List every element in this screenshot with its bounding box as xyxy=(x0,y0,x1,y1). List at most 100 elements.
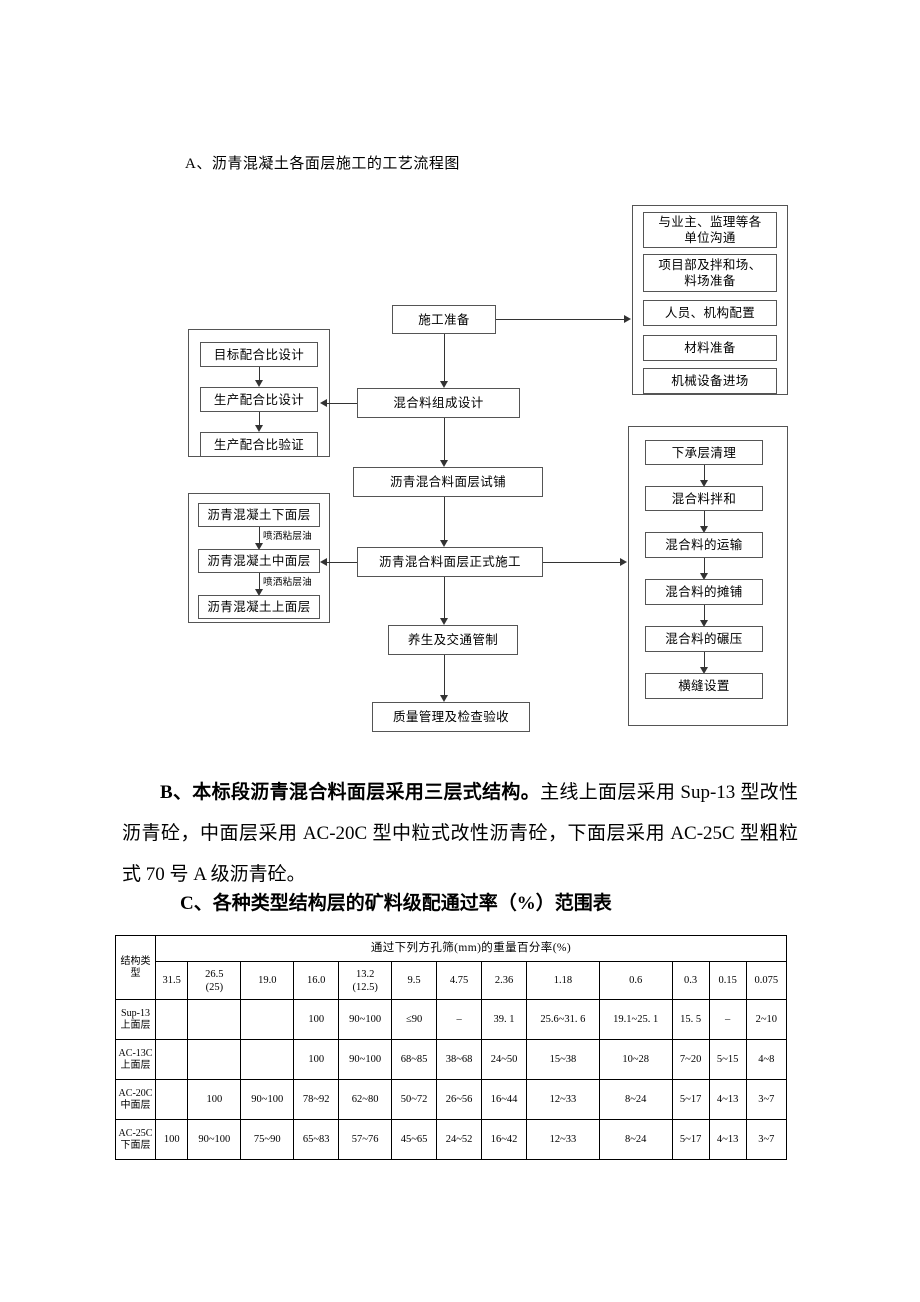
flow-arrow-curing-to-quality xyxy=(440,695,448,702)
table-col-header: 9.5 xyxy=(391,961,438,1000)
flow-edge-prep-to-mixdesign xyxy=(444,334,445,381)
flow-edge-curing-to-quality xyxy=(444,655,445,695)
flow-arrow-middle-to-upper xyxy=(255,589,263,596)
flow-node-label: 混合料拌和 xyxy=(671,491,737,506)
flow-node-transverse-joint: 横缝设置 xyxy=(645,673,763,699)
table-cell: 24~52 xyxy=(436,1119,483,1160)
table-cell xyxy=(187,999,242,1040)
flow-arrow-transport-to-paving xyxy=(700,573,708,580)
table-row-label: AC-13C 上面层 xyxy=(115,1039,156,1080)
flow-node-subgrade-cleaning: 下承层清理 xyxy=(645,440,763,465)
flow-node-formal-construction: 沥青混合料面层正式施工 xyxy=(357,547,543,577)
flow-edge-mixing-to-transport xyxy=(704,511,705,527)
flow-node-production-mix-ratio: 生产配合比设计 xyxy=(200,387,318,412)
paragraph-section-b: B、本标段沥青混合料面层采用三层式结构。主线上面层采用 Sup-13 型改性沥青… xyxy=(122,772,798,895)
flow-node-label: 混合料的摊铺 xyxy=(665,585,743,599)
table-cell: 5~17 xyxy=(671,1119,710,1160)
table-header-row-sieves: 31.5 26.5 (25) 19.0 16.0 13.2 (12.5) 9.5… xyxy=(116,961,788,1000)
flow-group-preparation-tasks xyxy=(632,205,788,395)
flow-node-label: 生产配合比设计 xyxy=(213,392,305,407)
flow-arrow-mixdesign-to-trial xyxy=(440,460,448,467)
flow-edge-formal-to-curing xyxy=(444,577,445,618)
table-row-label: AC-25C 下面层 xyxy=(115,1119,156,1160)
table-cell: 15~38 xyxy=(526,1039,600,1080)
process-flow-diagram: 施工准备 混合料组成设计 沥青混合料面层试铺 沥青混合料面层正式施工 养生及交通… xyxy=(0,190,920,750)
flow-group-construction-steps xyxy=(628,426,788,726)
flow-node-label: 机械设备进场 xyxy=(671,374,749,388)
table-row: AC-20C 中面层 100 90~100 78~92 62~80 50~72 … xyxy=(115,1079,788,1120)
flow-node-mix-design: 混合料组成设计 xyxy=(357,388,520,418)
flow-node-production-verification: 生产配合比验证 xyxy=(200,432,318,457)
table-cell: 90~100 xyxy=(338,1039,393,1080)
flow-edge-production-to-verify xyxy=(259,412,260,426)
table-cell: 16~44 xyxy=(481,1079,528,1120)
flow-node-label: 养生及交通管制 xyxy=(407,633,499,647)
flow-edge-middle-to-upper xyxy=(259,573,260,590)
table-cell: 25.6~31. 6 xyxy=(526,999,600,1040)
table-cell xyxy=(154,1039,189,1080)
flow-node-quality-inspection: 质量管理及检查验收 xyxy=(372,702,530,732)
heading-section-c: C、各种类型结构层的矿料级配通过率（%）范围表 xyxy=(180,893,612,914)
table-cell xyxy=(154,1079,189,1120)
table-cell: – xyxy=(708,999,747,1040)
table-cell: ≤90 xyxy=(391,999,438,1040)
flow-node-label: 沥青混凝土下面层 xyxy=(207,508,311,522)
table-col-header: 16.0 xyxy=(293,961,340,1000)
table-cell xyxy=(187,1039,242,1080)
table-col-header: 0.15 xyxy=(708,961,747,1000)
flow-edge-label-tack-coat-2: 喷洒粘层油 xyxy=(263,578,313,588)
table-col-header: 1.18 xyxy=(526,961,600,1000)
flow-arrow-prep-to-tasks xyxy=(624,315,631,323)
flow-arrow-formal-to-layers xyxy=(320,558,327,566)
flow-node-lower-layer: 沥青混凝土下面层 xyxy=(198,503,320,527)
flow-arrow-trial-to-formal xyxy=(440,540,448,547)
table-cell: 100 xyxy=(293,999,340,1040)
table-col-header: 26.5 (25) xyxy=(187,961,242,1000)
flow-node-label: 下承层清理 xyxy=(671,445,737,460)
table-cell: 5~15 xyxy=(708,1039,747,1080)
flow-edge-transport-to-paving xyxy=(704,558,705,574)
table-cell: 62~80 xyxy=(338,1079,393,1120)
table-cell: 75~90 xyxy=(240,1119,295,1160)
flow-edge-label-tack-coat-1: 喷洒粘层油 xyxy=(263,532,313,542)
flow-arrow-mixdesign-to-mixratio xyxy=(320,399,327,407)
flow-node-curing-traffic-control: 养生及交通管制 xyxy=(388,625,518,655)
table-cell: 4~13 xyxy=(708,1079,747,1120)
flow-node-paving: 混合料的摊铺 xyxy=(645,579,763,605)
table-cell: 10~28 xyxy=(598,1039,673,1080)
table-cell: 8~24 xyxy=(598,1119,673,1160)
flow-node-compaction: 混合料的碾压 xyxy=(645,626,763,652)
table-cell: 7~20 xyxy=(671,1039,710,1080)
table-col-header: 2.36 xyxy=(481,961,528,1000)
table-cell: 57~76 xyxy=(338,1119,393,1160)
flow-edge-compaction-to-joint xyxy=(704,652,705,668)
flow-edge-mixdesign-to-mixratio xyxy=(327,403,357,404)
table-cell: 3~7 xyxy=(745,1079,788,1120)
table-cell: 50~72 xyxy=(391,1079,438,1120)
flow-node-label: 质量管理及检查验收 xyxy=(392,710,510,724)
flow-node-material-preparation: 材料准备 xyxy=(643,335,777,361)
flow-node-project-dept-mixing-plant: 项目部及拌和场、料场准备 xyxy=(643,254,777,292)
table-cell: 15. 5 xyxy=(671,999,710,1040)
table-cell: 90~100 xyxy=(338,999,393,1040)
table-cell xyxy=(240,999,295,1040)
table-cell: 68~85 xyxy=(391,1039,438,1080)
flow-node-middle-layer: 沥青混凝土中面层 xyxy=(198,549,320,573)
table-cell: 78~92 xyxy=(293,1079,340,1120)
flow-node-transport: 混合料的运输 xyxy=(645,532,763,558)
table-corner-header: 结构类型 xyxy=(115,935,156,1000)
table-col-header: 19.0 xyxy=(240,961,295,1000)
flow-edge-paving-to-compaction xyxy=(704,605,705,621)
table-col-header: 31.5 xyxy=(154,961,189,1000)
flow-node-trial-paving: 沥青混合料面层试铺 xyxy=(353,467,543,497)
table-cell: 38~68 xyxy=(436,1039,483,1080)
flow-edge-lower-to-middle xyxy=(259,527,260,544)
flow-node-label: 目标配合比设计 xyxy=(213,347,305,362)
flow-node-label: 沥青混凝土上面层 xyxy=(207,600,311,614)
flow-node-equipment-mobilization: 机械设备进场 xyxy=(643,368,777,394)
table-cell: 24~50 xyxy=(481,1039,528,1080)
heading-section-a: A、沥青混凝土各面层施工的工艺流程图 xyxy=(185,156,460,172)
table-cell: 39. 1 xyxy=(481,999,528,1040)
table-cell: 45~65 xyxy=(391,1119,438,1160)
